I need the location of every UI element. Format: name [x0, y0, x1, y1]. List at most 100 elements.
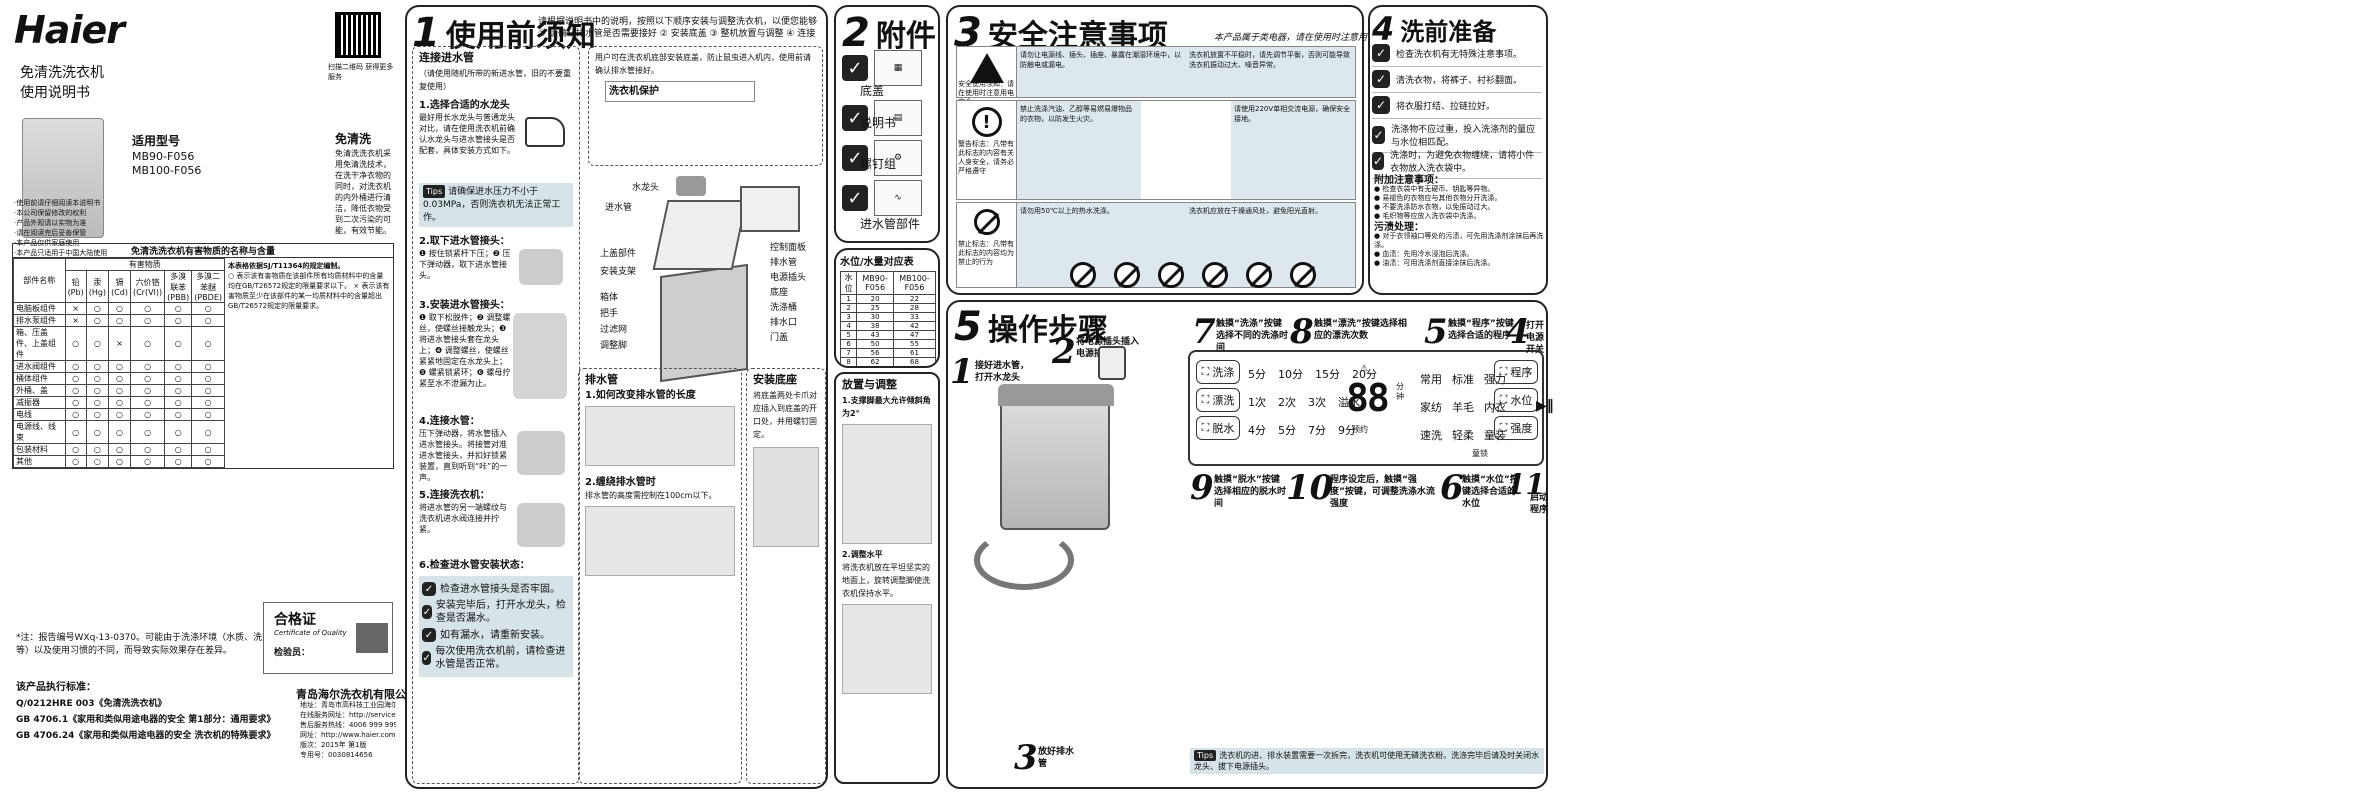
part-label: 过滤网 — [600, 325, 628, 335]
drain-title: 排水管 — [585, 373, 618, 386]
table-cell: × — [108, 326, 131, 361]
prep-item: ✓检查洗衣机有无特殊注意事项。 — [1372, 44, 1542, 67]
model-2: MB100-F056 — [132, 164, 202, 177]
safety-text: 洗衣机放置不平稳时，请先调节平衡，否则可能导致洗衣机振动过大、噪音异常。 — [1189, 51, 1350, 69]
table-cell: 4 — [839, 321, 858, 331]
program-option: 常用 — [1420, 373, 1442, 386]
p5-number: 5 — [954, 304, 982, 350]
table-cell: ○ — [85, 314, 110, 327]
row-label: 排水泵组件 — [13, 314, 66, 327]
prohibited-icon — [1290, 262, 1316, 288]
table-cell: ○ — [64, 443, 87, 456]
table-cell: ○ — [108, 420, 131, 444]
company-code: 专用号：0030814656 — [300, 751, 373, 759]
prep-notes: 附加注意事项： ● 检查衣袋中有无硬币、钥匙等异物。 ● 易褪色的衣物应与其他衣… — [1374, 176, 1544, 268]
check-item: ✓每次使用洗衣机前，请检查进水管是否正常。 — [422, 645, 570, 671]
step-title: 5.连接洗衣机： — [419, 490, 490, 501]
stain-title: 污渍处理： — [1374, 222, 1424, 233]
water-header: 水位 — [839, 271, 858, 295]
tip-text: 请确保进水压力不小于0.03MPa，否则洗衣机无法正常工作。 — [423, 187, 561, 223]
drain-section: 排水管 1.如何改变排水管的长度 2.缠绕排水管时 排水管的高度需控制在100c… — [578, 368, 742, 784]
tip-badge: Tips — [1194, 750, 1217, 761]
table-cell: 55 — [893, 339, 936, 349]
check-icon: ✓ — [422, 628, 436, 642]
connect-step-4: 4.连接水管： 压下弹动器，将水管插入进水管接头。将接管对准进水管接头，并扣好锁… — [419, 415, 573, 482]
spin-icon: ⛶ — [1201, 421, 1210, 434]
manual-title: 使用说明书 — [20, 85, 90, 101]
exclamation-icon: ! — [971, 107, 1002, 137]
option-label: 5分 — [1248, 368, 1266, 381]
table-cell: ○ — [64, 420, 87, 444]
table-cell: ○ — [85, 302, 110, 315]
step-text: ❶ 按住锁紧杆下压；❷ 压下弹动器，取下进水管接头。 — [419, 249, 511, 280]
company-version: 版次：2015年 第1版 — [300, 741, 367, 749]
part-label: 排水口 — [770, 318, 798, 328]
table-row: 排水泵组件×○○○○○ — [13, 314, 225, 327]
brand-logo: Haier — [14, 8, 125, 52]
table-cell: 8 — [839, 357, 858, 366]
step-number: 8 — [1290, 312, 1314, 352]
table-cell: ○ — [85, 408, 110, 421]
program-option: 速洗 — [1420, 429, 1442, 442]
check-item: ✓如有漏水，请重新安装。 — [422, 628, 570, 642]
step-number: 7 — [1192, 312, 1216, 352]
table-cell: 33 — [893, 312, 936, 322]
option-label: 2次 — [1278, 396, 1296, 409]
faucet-diagram-icon — [676, 176, 706, 196]
table-cell: ○ — [85, 360, 110, 373]
connector-install-icon — [513, 313, 567, 399]
drain-note: 排水管的高度需控制在100cm以下。 — [585, 491, 717, 500]
table-row: 减振器○○○○○○ — [13, 396, 225, 409]
level-button[interactable]: ⛶水位 — [1494, 388, 1538, 412]
wash-button[interactable]: ⛶洗涤 — [1196, 360, 1240, 384]
warning-triangle-icon — [969, 53, 1004, 83]
wash-icon: ⛶ — [1201, 365, 1210, 378]
standard-item: GB 4706.24《家用和类似用途电器的安全 洗衣机的特殊要求》 — [16, 731, 276, 741]
table-cell: ○ — [164, 408, 193, 421]
table-cell: 9 — [841, 367, 857, 369]
table-cell: ○ — [191, 302, 225, 315]
table-cell: ○ — [191, 372, 225, 385]
option-label: 9分 — [1338, 424, 1356, 437]
table-cell: ○ — [108, 455, 131, 468]
model-label: 适用型号 — [132, 134, 181, 148]
table-row: 96874 — [841, 367, 936, 369]
table-note: 本表格依据SJ/T11364的规定编制。 ○ 表示该有害物质在该部件所有均质材料… — [225, 258, 393, 468]
screw-icon: ⚙ — [874, 140, 922, 176]
table-cell: 22 — [893, 294, 936, 304]
p5-title-text: 操作步骤 — [987, 313, 1108, 348]
program-button[interactable]: ⛶程序 — [1494, 360, 1538, 384]
table-cell: ○ — [164, 314, 193, 327]
level-image-2 — [842, 604, 932, 694]
option-label: 3次 — [1308, 396, 1326, 409]
p1-steps: ① 请确认排水管是否需要接好 ② 安装底盖 ③ 整机放置与调整 ④ 连接进水管 — [538, 29, 816, 39]
prohibited-icon — [1114, 262, 1140, 288]
qr-caption: 扫描二维码 获得更多服务 — [328, 63, 394, 81]
table-col: 六价铬(Cr(VI)) — [129, 270, 166, 303]
table-cell: 28 — [893, 303, 936, 313]
table-cell: 61 — [893, 348, 936, 358]
level-title: 放置与调整 — [842, 378, 897, 391]
program-row: 速洗轻柔童装 — [1420, 422, 1506, 450]
panel-prep — [1368, 5, 1548, 295]
level-section: 放置与调整 1.支撑脚最大允许倾斜角为2° 2.调整水平 将洗衣机放在平坦坚实的… — [834, 372, 940, 784]
protection-box: 洗衣机保护 — [605, 81, 755, 102]
step-text: 压下弹动器，将水管插入进水管接头。将接管对准进水管接头，并扣好锁紧装置，直到听到… — [419, 429, 508, 482]
spin-button[interactable]: ⛶脱水 — [1196, 416, 1240, 440]
table-row: 外桶、盖○○○○○○ — [13, 384, 225, 397]
p1-title: 1 使用前须知 — [412, 10, 596, 56]
level-step-2: 2.调整水平 — [842, 550, 883, 559]
reserve-label: 预约 — [1352, 425, 1368, 434]
strength-button[interactable]: ⛶强度 — [1494, 416, 1538, 440]
start-pause-icon[interactable]: ▶‖ — [1536, 398, 1554, 414]
part-label: 洗涤桶 — [770, 303, 798, 313]
note-item: ·使用前请仔细阅读本说明书 — [14, 199, 101, 207]
rinse-button[interactable]: ⛶漂洗 — [1196, 388, 1240, 412]
step-title: 4.连接水管： — [419, 416, 480, 427]
table-cell: ○ — [164, 302, 193, 315]
table-cell: ○ — [64, 360, 87, 373]
digit-display: 88 — [1346, 376, 1390, 420]
part-label: 上盖部件 — [600, 249, 637, 259]
program-icon: ⛶ — [1499, 365, 1508, 378]
